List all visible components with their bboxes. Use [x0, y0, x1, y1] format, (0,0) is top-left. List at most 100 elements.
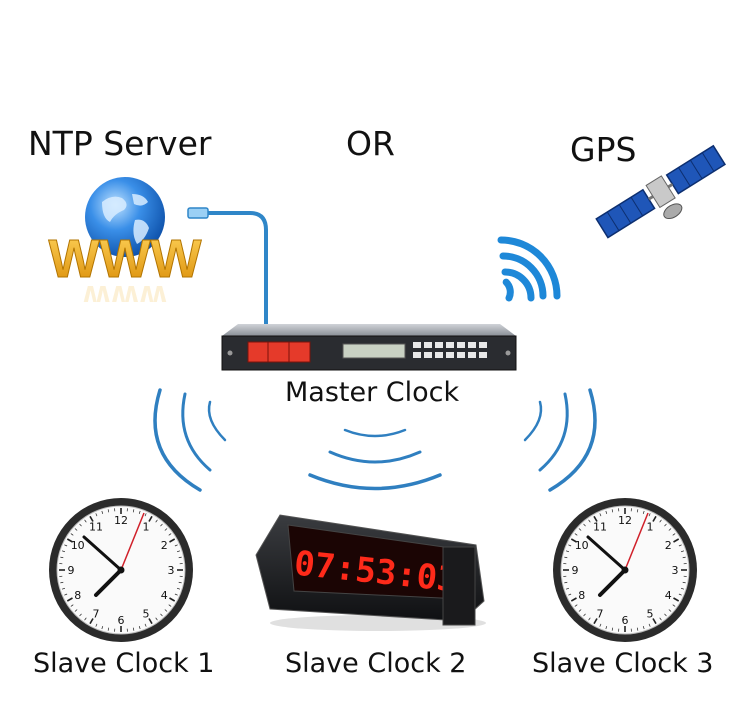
- slave-clock-2-label: Slave Clock 2: [285, 648, 467, 679]
- clock-tick: [564, 556, 568, 559]
- clock-tick: [681, 550, 685, 553]
- clock-tick: [565, 550, 569, 553]
- hour-hand: [94, 568, 123, 597]
- clock-tick: [61, 550, 65, 553]
- clock-numeral: 5: [143, 607, 150, 620]
- clock-tick: [605, 626, 608, 630]
- clock-tick: [148, 515, 153, 522]
- network-cable: [187, 207, 268, 330]
- clock-tick: [178, 581, 182, 584]
- slave-clock-1-label: Slave Clock 1: [33, 648, 215, 679]
- clock-tick: [95, 513, 98, 517]
- clock-tick: [107, 509, 110, 513]
- clock-tick: [574, 533, 578, 536]
- clock-tick: [682, 556, 686, 559]
- clock-tick: [678, 593, 682, 596]
- clock-numeral: 11: [593, 521, 607, 534]
- clock-tick: [673, 597, 680, 602]
- clock-numeral: 5: [647, 607, 654, 620]
- clock-numeral: 4: [161, 589, 168, 602]
- clock-tick: [169, 538, 176, 543]
- broadcast-waves: [153, 388, 597, 492]
- clock-tick: [66, 538, 73, 543]
- minute-hand: [82, 535, 123, 572]
- clock-numeral: 10: [575, 539, 589, 552]
- clock-tick: [61, 587, 65, 590]
- clock-tick: [174, 593, 178, 596]
- clock-tick: [648, 623, 651, 627]
- clock-tick: [132, 627, 135, 631]
- clock-tick: [132, 509, 135, 513]
- clock-tick: [169, 597, 176, 602]
- clock-tick: [574, 604, 578, 607]
- master-clock-label: Master Clock: [285, 377, 460, 408]
- clock-numeral: 3: [672, 564, 679, 577]
- clock-tick: [148, 618, 153, 625]
- clock-tick: [652, 618, 657, 625]
- clock-tick: [74, 528, 78, 531]
- clock-tick: [599, 623, 602, 627]
- clock-tick: [664, 523, 667, 527]
- clock-tick: [79, 523, 82, 527]
- clock-tick: [565, 587, 569, 590]
- second-hand: [120, 512, 145, 571]
- front-panel-red-display: [247, 341, 311, 363]
- clock-tick: [66, 597, 73, 602]
- clock-tick: [611, 627, 614, 631]
- clock-tick: [155, 519, 158, 523]
- clock-tick: [89, 618, 94, 625]
- clock-numeral: 9: [572, 564, 579, 577]
- clock-numeral: 6: [118, 614, 125, 627]
- clock-tick: [682, 581, 686, 584]
- clock-numeral: 12: [114, 514, 128, 527]
- clock-tick: [138, 510, 141, 514]
- clock-tick: [568, 593, 572, 596]
- minute-hand: [586, 535, 627, 572]
- clock-numeral: 10: [71, 539, 85, 552]
- clock-tick: [570, 538, 577, 543]
- clock-numeral: 8: [74, 589, 81, 602]
- clock-numeral: 12: [618, 514, 632, 527]
- clock-tick: [681, 587, 685, 590]
- ntp-server-label: NTP Server: [28, 124, 212, 163]
- clock-tick: [174, 544, 178, 547]
- clock-tick: [70, 533, 74, 536]
- clock-tick: [144, 513, 147, 517]
- clock-tick: [64, 544, 68, 547]
- clock-tick: [177, 550, 181, 553]
- clock-tick: [593, 618, 598, 625]
- or-label: OR: [346, 124, 395, 163]
- svg-text:WWW: WWW: [83, 279, 169, 302]
- clock-tick: [138, 626, 141, 630]
- clock-tick: [144, 623, 147, 627]
- clock-tick: [164, 609, 168, 612]
- master-clock-device: [221, 324, 517, 371]
- wireless-signal-icon: [497, 236, 561, 302]
- clock-tick: [101, 626, 104, 630]
- clock-tick: [611, 509, 614, 513]
- clock-tick: [570, 597, 577, 602]
- clock-tick: [84, 519, 87, 523]
- slave-clock-2-digital: 07:53:03: [255, 514, 486, 631]
- clock-numeral: 8: [578, 589, 585, 602]
- clock-tick: [84, 617, 87, 621]
- clock-tick: [636, 627, 639, 631]
- clock-tick: [164, 528, 168, 531]
- gps-satellite-icon: [595, 144, 726, 239]
- clock-numeral: 1: [647, 521, 654, 534]
- gps-label: GPS: [570, 130, 637, 169]
- clock-tick: [672, 533, 676, 536]
- clock-tick: [588, 519, 591, 523]
- clock-tick: [101, 510, 104, 514]
- clock-tick: [178, 556, 182, 559]
- slave-clock-3-label: Slave Clock 3: [532, 648, 714, 679]
- clock-tick: [564, 581, 568, 584]
- clock-tick: [60, 556, 64, 559]
- clock-tick: [60, 581, 64, 584]
- clock-numeral: 7: [93, 607, 100, 620]
- clock-tick: [95, 623, 98, 627]
- second-hand: [624, 512, 649, 571]
- clock-tick: [668, 609, 672, 612]
- clock-tick: [664, 613, 667, 617]
